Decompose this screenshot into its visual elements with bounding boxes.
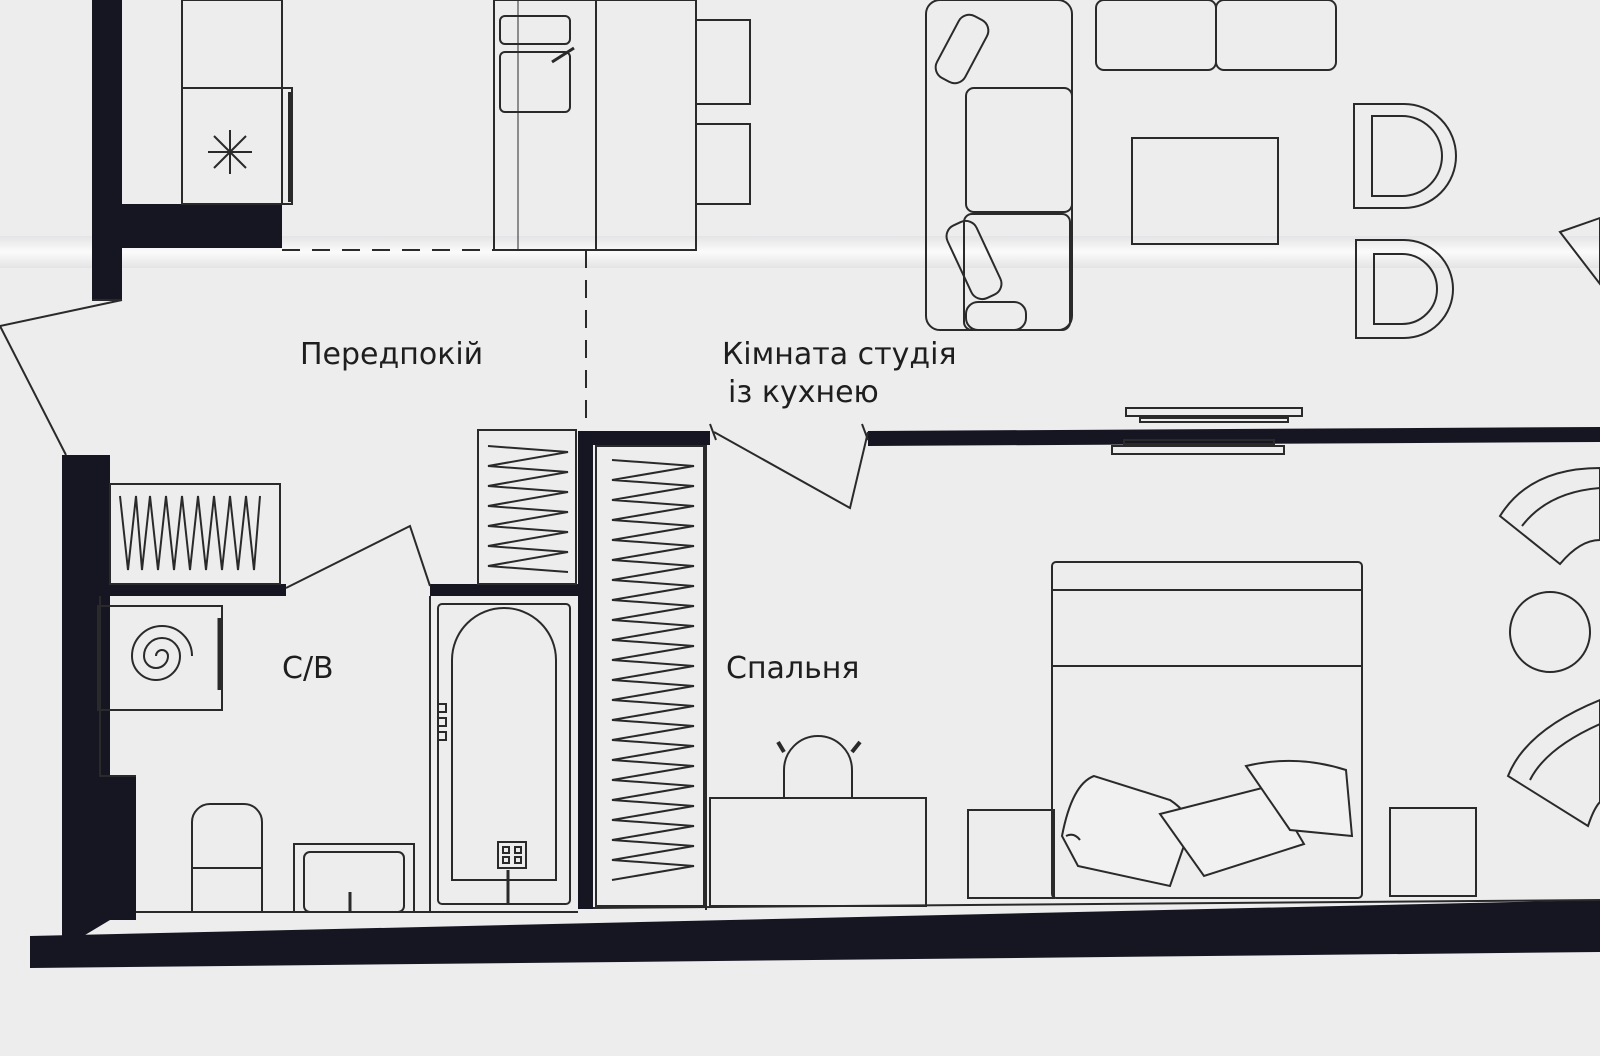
toilet bbox=[191, 803, 263, 912]
room-label-studio: Кімната студія bbox=[722, 337, 957, 372]
tv-unit bbox=[1111, 407, 1303, 455]
armchair-bedroom-top bbox=[1498, 466, 1600, 566]
nightstand-left bbox=[967, 809, 1055, 899]
armchair-upper bbox=[1353, 103, 1457, 209]
room-label-bedroom: Спальня bbox=[726, 651, 859, 686]
hallway-shoe-cabinet bbox=[109, 483, 281, 585]
chair-edge bbox=[1558, 216, 1600, 286]
washing-machine bbox=[97, 605, 223, 711]
room-label-bathroom: С/В bbox=[282, 651, 334, 686]
bathtub bbox=[437, 603, 571, 905]
bed bbox=[1051, 561, 1363, 899]
sofa bbox=[925, 0, 1337, 331]
room-label-studio-line2: із кухнею bbox=[728, 375, 879, 410]
nightstand-right bbox=[1389, 807, 1477, 897]
walls bbox=[30, 0, 1600, 968]
armchair-lower bbox=[1355, 239, 1454, 339]
room-label-hallway: Передпокій bbox=[300, 337, 483, 372]
armchair-bedroom-bottom bbox=[1506, 698, 1600, 828]
hallway-wardrobe bbox=[477, 429, 577, 585]
kitchen-counter bbox=[181, 0, 751, 251]
sink bbox=[293, 843, 415, 913]
desk bbox=[709, 797, 927, 907]
bedroom-wardrobe bbox=[595, 445, 705, 907]
stove-icon bbox=[208, 130, 252, 174]
coffee-table bbox=[1131, 137, 1279, 245]
desk-chair bbox=[776, 735, 862, 798]
round-table bbox=[1509, 591, 1591, 673]
